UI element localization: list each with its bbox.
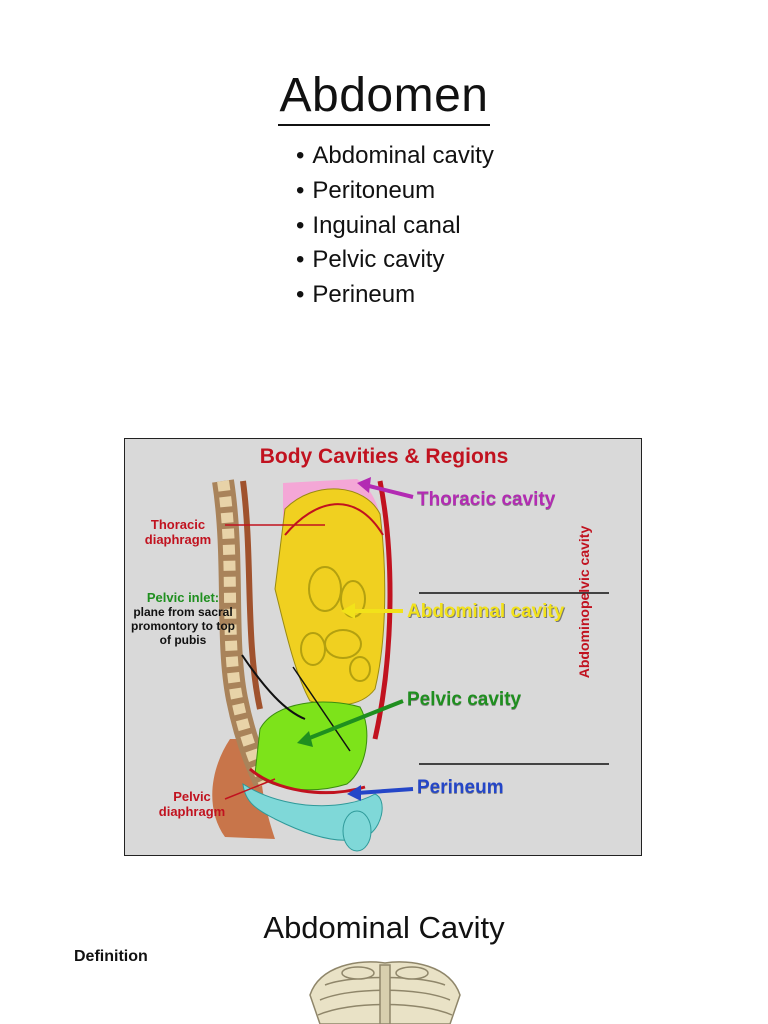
thoracic-diaphragm-label: Thoracic diaphragm [144,517,212,547]
spinal-cord [240,480,263,710]
perineum-label: Perineum [417,777,504,798]
pelvic-inlet-label: Pelvic inlet: [146,590,220,605]
topic-list: Abdominal cavity Peritoneum Inguinal can… [296,139,494,313]
abdominal-cavity-label: Abdominal cavity [407,601,565,622]
pelvic-inlet-description: plane from sacral promontory to top of p… [131,605,235,647]
thoracic-cavity-label: Thoracic cavity [417,489,556,510]
section-subtitle: Abdominal Cavity [263,910,505,945]
body-cavities-figure: Body Cavities & Regions Thoracic diaphra… [124,438,642,856]
diaphragm-line [284,503,384,536]
topic-item: Peritoneum [296,174,494,209]
abdominopelvic-cavity-label: Abdominopelvic cavity [576,525,592,679]
pelvic-inlet-block: Pelvic inlet: plane from sacral promonto… [129,590,237,648]
topic-item: Perineum [296,278,494,313]
figure-title: Body Cavities & Regions [259,445,509,468]
topic-item: Inguinal canal [296,209,494,244]
ribcage-illustration [309,961,461,1024]
abdominal-cavity-region [274,488,386,706]
topic-item: Pelvic cavity [296,243,494,278]
page-title: Abdomen [0,68,768,126]
pelvic-diaphragm-label: Pelvic diaphragm [158,789,226,819]
anatomy-illustration [212,477,609,852]
definition-label: Definition [74,948,148,965]
topic-item: Abdominal cavity [296,139,493,174]
pelvic-cavity-label: Pelvic cavity [407,689,522,710]
